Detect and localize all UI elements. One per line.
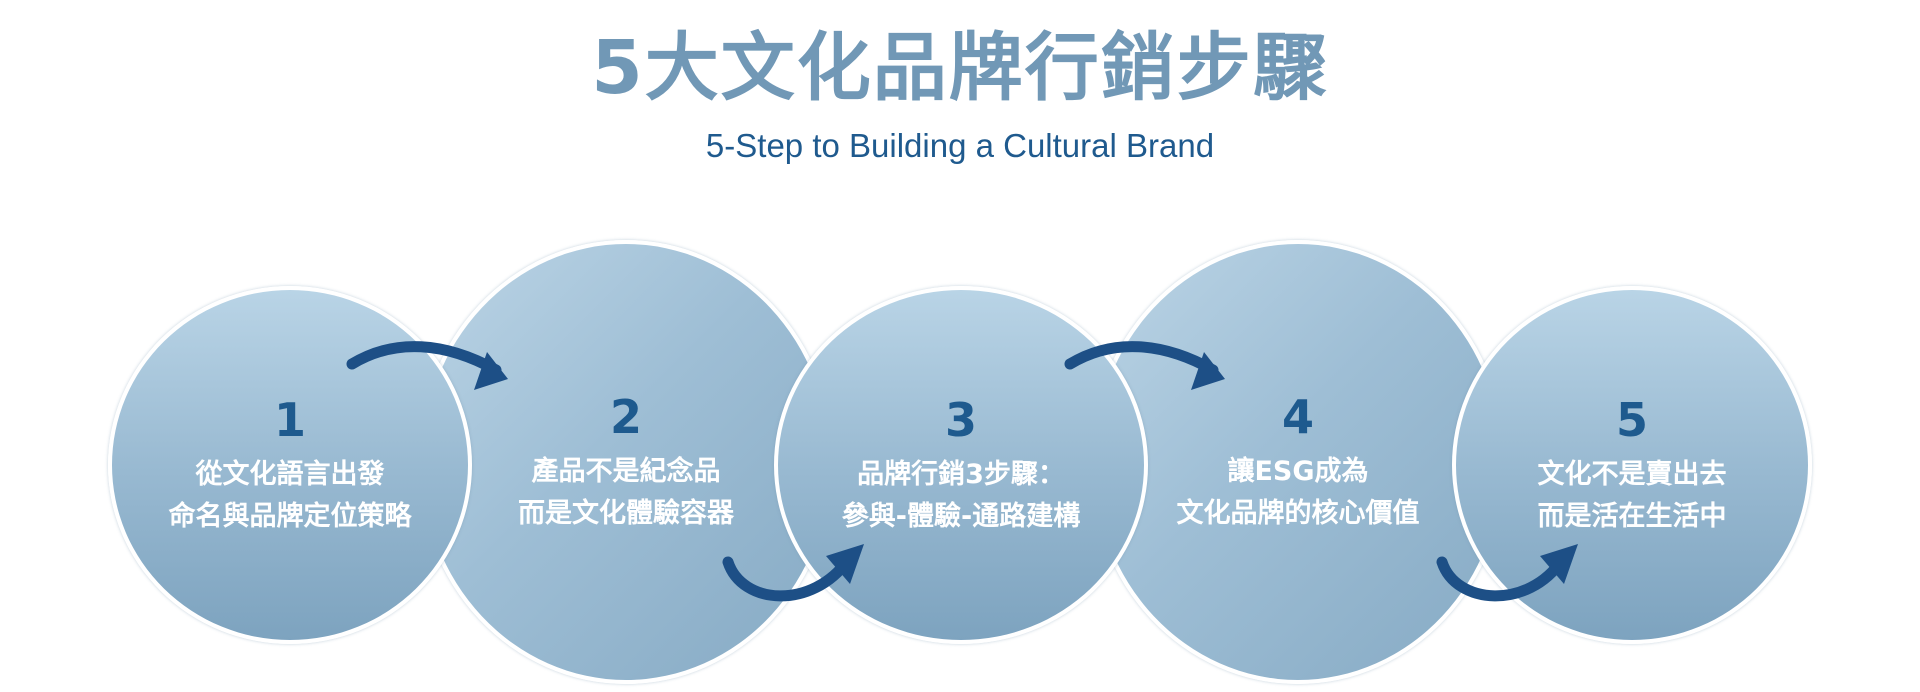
step-1-line-2: 命名與品牌定位策略: [168, 501, 412, 532]
step-2-line-1: 產品不是紀念品: [531, 456, 721, 487]
step-3-number: 3: [944, 393, 977, 447]
step-1-line-1: 從文化語言出發: [195, 459, 385, 490]
step-5-line-1: 文化不是賣出去: [1537, 459, 1727, 490]
step-2-number: 2: [609, 390, 642, 444]
step-4-number: 4: [1281, 390, 1314, 444]
page-title: 5大文化品牌行銷步驟: [591, 25, 1329, 111]
step-3-circle: 3 品牌行銷3步驟： 參與-體驗-通路建構: [774, 286, 1148, 644]
step-1-number: 1: [273, 393, 306, 447]
step-3-line-2: 參與-體驗-通路建構: [841, 501, 1081, 532]
step-5-line-2: 而是活在生活中: [1537, 501, 1727, 532]
step-1-circle: 1 從文化語言出發 命名與品牌定位策略: [108, 286, 472, 644]
step-4-circle: 4 讓ESG成為 文化品牌的核心價值: [1090, 240, 1506, 684]
step-5-number: 5: [1615, 393, 1648, 447]
step-2-line-2: 而是文化體驗容器: [518, 498, 734, 529]
step-4-line-1: 讓ESG成為: [1227, 456, 1369, 487]
page-subtitle: 5-Step to Building a Cultural Brand: [705, 127, 1215, 164]
step-3-line-1: 品牌行銷3步驟：: [857, 459, 1065, 490]
step-2-circle: 2 產品不是紀念品 而是文化體驗容器: [418, 240, 834, 684]
step-5-circle: 5 文化不是賣出去 而是活在生活中: [1452, 286, 1812, 644]
step-4-line-2: 文化品牌的核心價值: [1176, 498, 1420, 529]
